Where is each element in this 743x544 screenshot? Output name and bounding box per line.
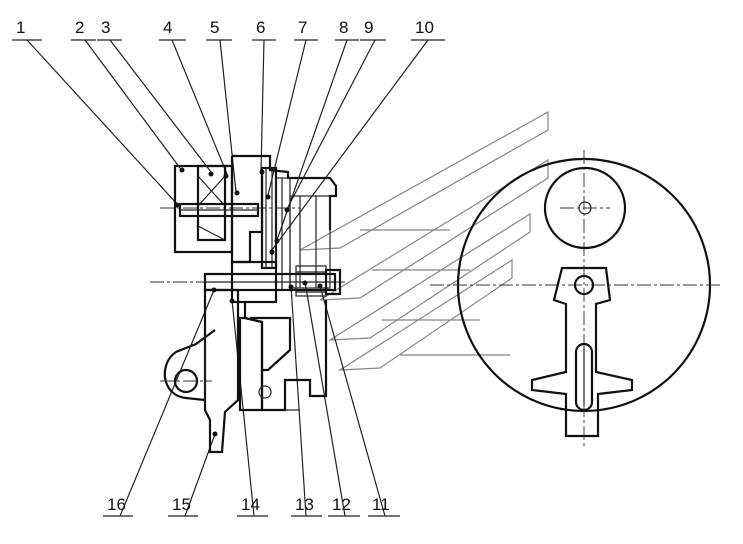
callout-3: 3: [101, 18, 110, 37]
callout-5: 5: [210, 18, 219, 37]
side-view: [430, 150, 722, 448]
callout-labels-bottom: 16 15 14 13 12 11: [103, 495, 400, 517]
callout-11: 11: [372, 495, 390, 514]
callout-2: 2: [75, 18, 84, 37]
callout-labels-top: 1 2 3 4 5 6 7 8 9 10: [12, 18, 445, 41]
section-view: [150, 154, 345, 454]
callout-14: 14: [241, 495, 260, 514]
callout-1: 1: [16, 18, 25, 37]
watermark-logo: [299, 110, 549, 371]
callout-7: 7: [298, 18, 307, 37]
callout-9: 9: [364, 18, 373, 37]
callout-12: 12: [332, 495, 351, 514]
leader-lines-bottom: [119, 281, 386, 517]
callout-13: 13: [295, 495, 314, 514]
callout-6: 6: [256, 18, 265, 37]
callout-16: 16: [107, 495, 126, 514]
leader-lines-top: [26, 39, 429, 251]
callout-4: 4: [163, 18, 172, 37]
callout-10: 10: [415, 18, 434, 37]
callout-8: 8: [339, 18, 348, 37]
callout-15: 15: [172, 495, 191, 514]
